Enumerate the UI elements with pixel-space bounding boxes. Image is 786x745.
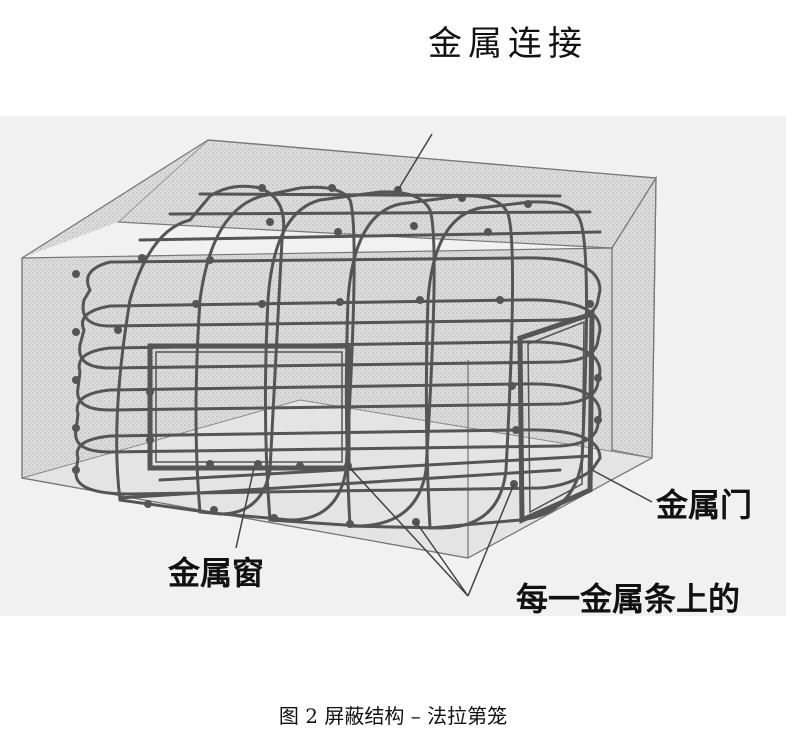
metal-window-label: 金属窗 <box>168 554 265 592</box>
wire-loop <box>424 200 589 530</box>
figure-caption: 图 2 屏蔽结构 – 法拉第笼 <box>278 704 508 728</box>
wire-floor-line <box>118 468 562 500</box>
metal-door-label: 金属门 <box>656 486 753 524</box>
metal-door <box>517 310 595 524</box>
wire-top-line <box>168 210 592 216</box>
wire-top-line <box>138 230 602 242</box>
box-edge-bottom-right <box>467 457 653 559</box>
pointer-strip-2 <box>415 521 469 597</box>
pointer-strip-1 <box>347 465 469 597</box>
metal-connection-label: 金属连接 <box>428 24 588 64</box>
box-edge-right <box>651 177 657 459</box>
pointer-window <box>235 467 255 549</box>
wire-ring <box>81 256 602 328</box>
metal-window <box>147 343 351 471</box>
box-edge-top-left <box>21 139 209 259</box>
metal-strip-label: 每一金属条上的 <box>516 580 741 618</box>
cage-wires <box>74 184 602 530</box>
wire-ring <box>78 298 602 370</box>
wire-top-line <box>198 192 562 198</box>
wire-ring <box>74 428 602 496</box>
pointer-door <box>591 469 653 503</box>
wire-floor-line <box>158 454 592 482</box>
pointer-top <box>397 133 433 191</box>
pointer-strip-3 <box>467 483 515 597</box>
box-edge-top-right <box>207 139 657 179</box>
pointer-lines <box>235 133 653 597</box>
wire-ring <box>74 382 602 454</box>
wire-ring <box>76 340 602 412</box>
wire-loop <box>263 190 436 528</box>
